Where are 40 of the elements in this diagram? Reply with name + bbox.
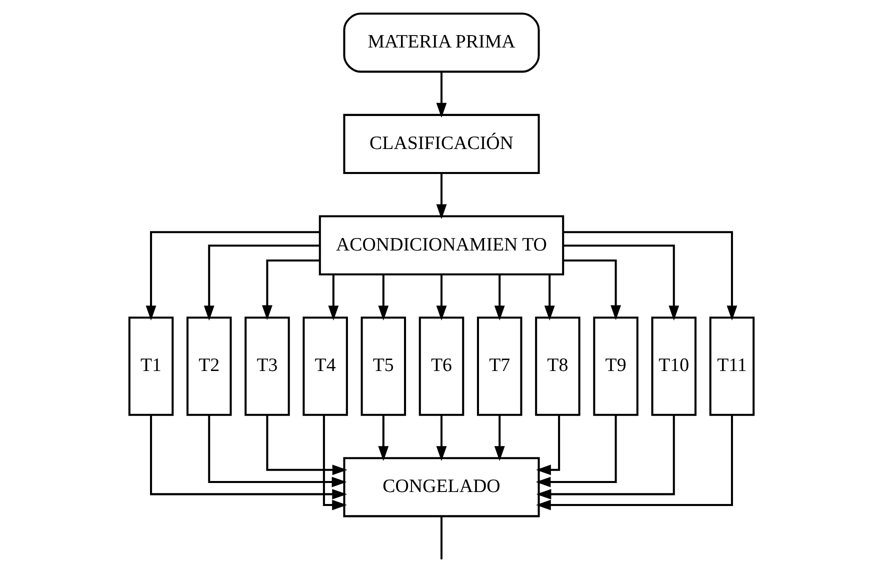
arrow (562, 231, 737, 320)
arrow (436, 274, 446, 320)
node-box: T8 (534, 316, 580, 416)
node-box: T3 (244, 316, 290, 416)
arrow (150, 414, 347, 500)
node-box: T4 (302, 316, 348, 416)
node-box: MATERIA PRIMA (342, 12, 540, 73)
arrow (208, 415, 346, 488)
node-box: T6 (418, 316, 464, 416)
arrow (266, 415, 347, 476)
node-box: T5 (360, 316, 406, 416)
node-box: ACONDICIONAMIEN TO (318, 215, 564, 276)
node-box: T9 (592, 316, 638, 416)
arrow (328, 274, 338, 320)
node-box: T1 (128, 316, 174, 416)
arrow (562, 244, 679, 321)
arrow (536, 414, 674, 500)
arrow (436, 72, 446, 118)
node-box: T11 (708, 316, 754, 416)
arrow (544, 274, 554, 320)
arrow (378, 415, 388, 462)
arrow (145, 231, 320, 320)
arrow (494, 415, 504, 462)
arrow (535, 415, 616, 488)
arrow (535, 415, 732, 510)
node-box: CLASIFICACIÓN (342, 114, 540, 174)
arrow (436, 173, 446, 220)
arrow (536, 415, 560, 476)
connector (440, 516, 442, 560)
node-box: T7 (476, 316, 522, 416)
arrow (494, 274, 504, 320)
node-box: CONGELADO (342, 457, 540, 518)
arrow (262, 259, 319, 320)
arrow (563, 259, 620, 320)
arrow (203, 244, 320, 321)
arrow (378, 274, 388, 320)
node-box: T2 (186, 316, 232, 416)
arrow (322, 415, 346, 510)
node-box: T10 (650, 316, 696, 416)
arrow (436, 415, 446, 462)
